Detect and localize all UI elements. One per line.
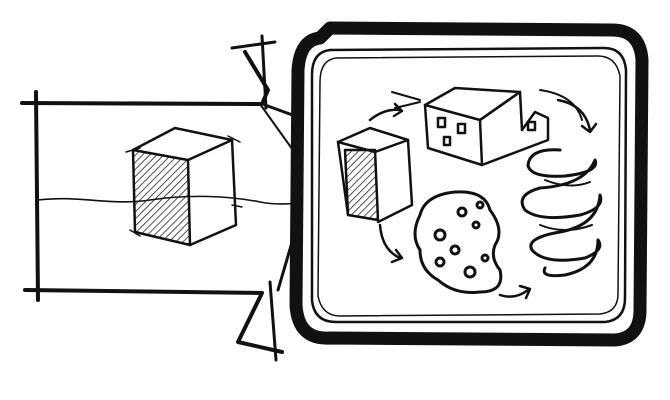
blob-icon bbox=[413, 190, 503, 294]
funnel-band bbox=[20, 34, 322, 362]
spiral-icon bbox=[520, 148, 603, 278]
flow-arrows bbox=[368, 98, 598, 300]
house-icon bbox=[391, 86, 583, 167]
cube-icon bbox=[125, 126, 243, 247]
small-cube-icon bbox=[336, 126, 414, 224]
container bbox=[289, 21, 649, 347]
